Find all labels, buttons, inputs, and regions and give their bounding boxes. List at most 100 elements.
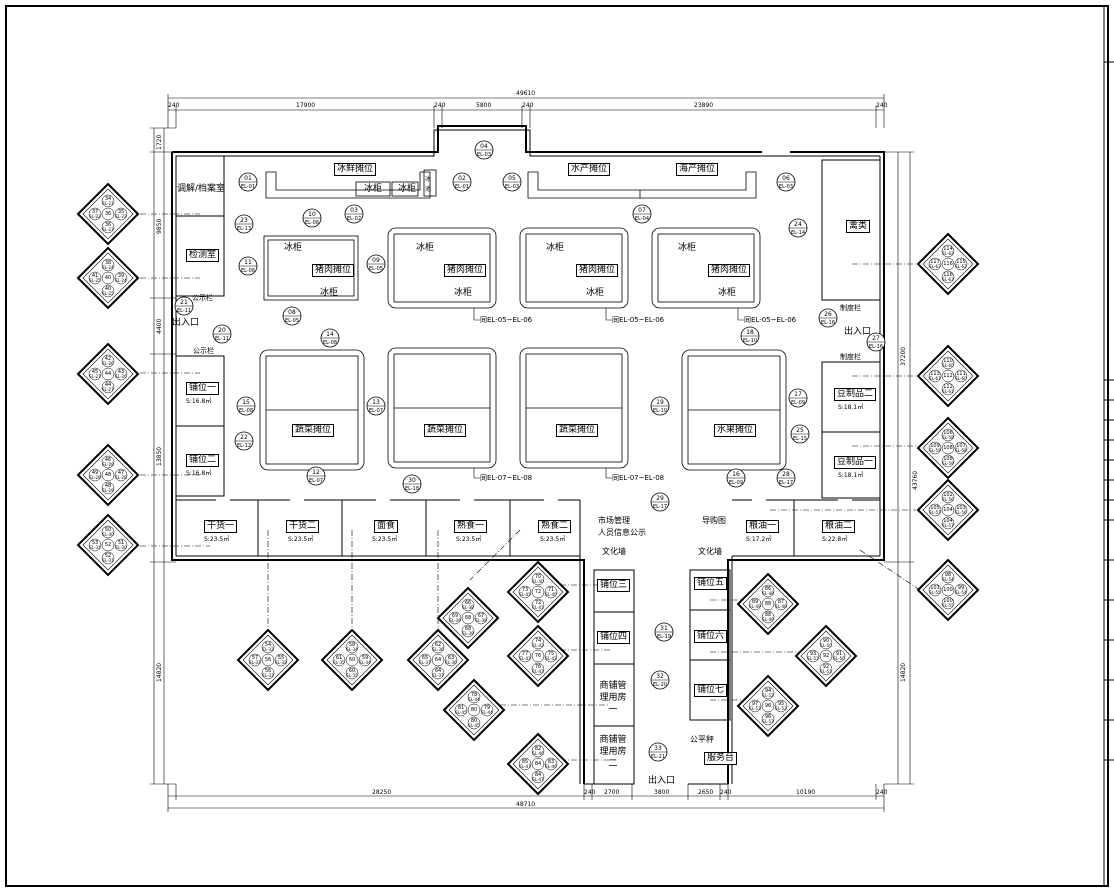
area-douzhipin-er: S:18.1㎡ bbox=[838, 404, 864, 411]
section-marker-number: 27 bbox=[872, 335, 880, 342]
section-marker-number: 23 bbox=[240, 217, 248, 224]
callout-right-number: 91 bbox=[836, 651, 842, 657]
callout-left-number: 105 bbox=[930, 505, 940, 511]
label-qinlei: 禽类 bbox=[846, 220, 871, 233]
callout-top-number: 50 bbox=[105, 527, 111, 533]
dim-240-d: 240 bbox=[876, 102, 888, 109]
callout-center-number: 44 bbox=[105, 371, 111, 377]
dim-17900: 17900 bbox=[296, 102, 316, 109]
section-marker-ref: EL-01 bbox=[455, 184, 469, 190]
section-marker-number: 12 bbox=[312, 469, 320, 476]
label-tongEL07-2: 同EL-07~EL-08 bbox=[612, 474, 665, 482]
callout-bottom-ref: EL-23 bbox=[102, 227, 114, 232]
section-marker-number: 03 bbox=[350, 207, 358, 214]
dim-1720: 1720 bbox=[156, 134, 163, 150]
area-douzhipin-yi: S:18.1㎡ bbox=[838, 472, 864, 479]
callout-right-number: 107 bbox=[956, 443, 966, 449]
callout-right-ref: EL-44 bbox=[481, 710, 493, 715]
callout-left-number: 73 bbox=[522, 587, 528, 593]
section-marker-number: 14 bbox=[326, 331, 334, 338]
label-bingui-p4a: 冰柜 bbox=[678, 243, 697, 253]
section-marker-ref: EL-06 bbox=[305, 220, 319, 226]
area-liangyou1: S:17.2㎡ bbox=[746, 536, 772, 543]
callout-right-number: 51 bbox=[118, 540, 124, 546]
callout-left-number: 101 bbox=[930, 585, 940, 591]
area-puwei2: S:16.8㎡ bbox=[186, 470, 212, 477]
label-zhidulan-1: 制度栏 bbox=[840, 304, 861, 312]
label-gongshilan-2: 公示栏 bbox=[193, 347, 214, 355]
callout-left-number: 77 bbox=[522, 651, 528, 657]
callout-right-ref: EL-42 bbox=[545, 656, 557, 661]
section-marker-ref: EL-10 bbox=[743, 338, 757, 344]
label-puwei6: 铺位六 bbox=[694, 630, 728, 643]
callout-top-ref: EL-48 bbox=[762, 591, 774, 596]
callout-top-ref: EL-54 bbox=[942, 577, 954, 582]
label-shushi1: 熟食一 bbox=[454, 520, 488, 533]
section-marker-ref: EL-21 bbox=[651, 754, 665, 760]
dim-240-b: 240 bbox=[434, 102, 446, 109]
callout-right-ref: EL-34 bbox=[359, 660, 371, 665]
label-ganhuo2: 干货二 bbox=[286, 520, 320, 533]
callout-bottom-number: 84 bbox=[535, 772, 541, 778]
callout-right-ref: EL-48 bbox=[775, 604, 787, 609]
section-marker-number: 32 bbox=[656, 673, 664, 680]
dim-240-e: 240 bbox=[584, 789, 596, 796]
callout-center-number: 60 bbox=[349, 657, 355, 663]
label-haichan: 海产摊位 bbox=[676, 163, 719, 176]
section-marker-number: 11 bbox=[244, 259, 252, 266]
callout-top-ref: EL-50 bbox=[820, 643, 832, 648]
callout-top-ref: EL-60 bbox=[942, 363, 954, 368]
callout-top-number: 86 bbox=[765, 586, 771, 592]
callout-center-number: 48 bbox=[105, 472, 111, 478]
callout-bottom-number: 68 bbox=[465, 626, 471, 632]
callout-left-ref: EL-35 bbox=[333, 660, 345, 665]
callout-right-ref: EL-56 bbox=[955, 510, 967, 515]
section-marker-ref: EL-07 bbox=[369, 408, 383, 414]
callout-right-ref: EL-36 bbox=[445, 660, 457, 665]
callout-center-number: 40 bbox=[105, 275, 111, 281]
label-jiance: 检测室 bbox=[186, 249, 220, 262]
label-zhurou-3: 猪肉摊位 bbox=[576, 264, 619, 277]
callout-bottom-ref: EL-59 bbox=[942, 461, 954, 466]
callout-left-ref: EL-57 bbox=[929, 510, 941, 515]
callout-top-number: 114 bbox=[943, 246, 953, 252]
callout-bottom-number: 40 bbox=[105, 286, 111, 292]
callout-bottom-number: 48 bbox=[105, 483, 111, 489]
callout-left-number: 61 bbox=[336, 655, 342, 661]
section-marker-ref: EL-06 bbox=[241, 268, 255, 274]
callout-left-ref: EL-41 bbox=[519, 592, 531, 597]
callout-bottom-number: 108 bbox=[943, 456, 953, 462]
callout-left-ref: EL-63 bbox=[929, 264, 941, 269]
callout-center-number: 96 bbox=[765, 703, 771, 709]
callout-top-number: 46 bbox=[105, 457, 111, 463]
label-tongEL05-2: 同EL-05~EL-06 bbox=[612, 316, 665, 324]
dim-240-c: 240 bbox=[522, 102, 534, 109]
label-shucai-2: 蔬菜摊位 bbox=[424, 424, 467, 437]
callout-right-number: 79 bbox=[484, 705, 490, 711]
label-puwei2: 铺位二 bbox=[186, 454, 220, 467]
label-tongEL05-3: 同EL-05~EL-06 bbox=[744, 316, 797, 324]
section-marker-number: 24 bbox=[794, 221, 802, 228]
label-bingui-p1b: 冰柜 bbox=[320, 288, 339, 298]
callout-top-ref: EL-28 bbox=[102, 462, 114, 467]
area-liangyou2: S:22.8㎡ bbox=[822, 536, 848, 543]
callout-left-number: 97 bbox=[752, 701, 758, 707]
callout-bottom-ref: EL-55 bbox=[942, 603, 954, 608]
label-douzhipin-yi: 豆制品一 bbox=[834, 456, 877, 469]
label-puwei1: 铺位一 bbox=[186, 382, 220, 395]
callout-top-number: 66 bbox=[465, 600, 471, 606]
